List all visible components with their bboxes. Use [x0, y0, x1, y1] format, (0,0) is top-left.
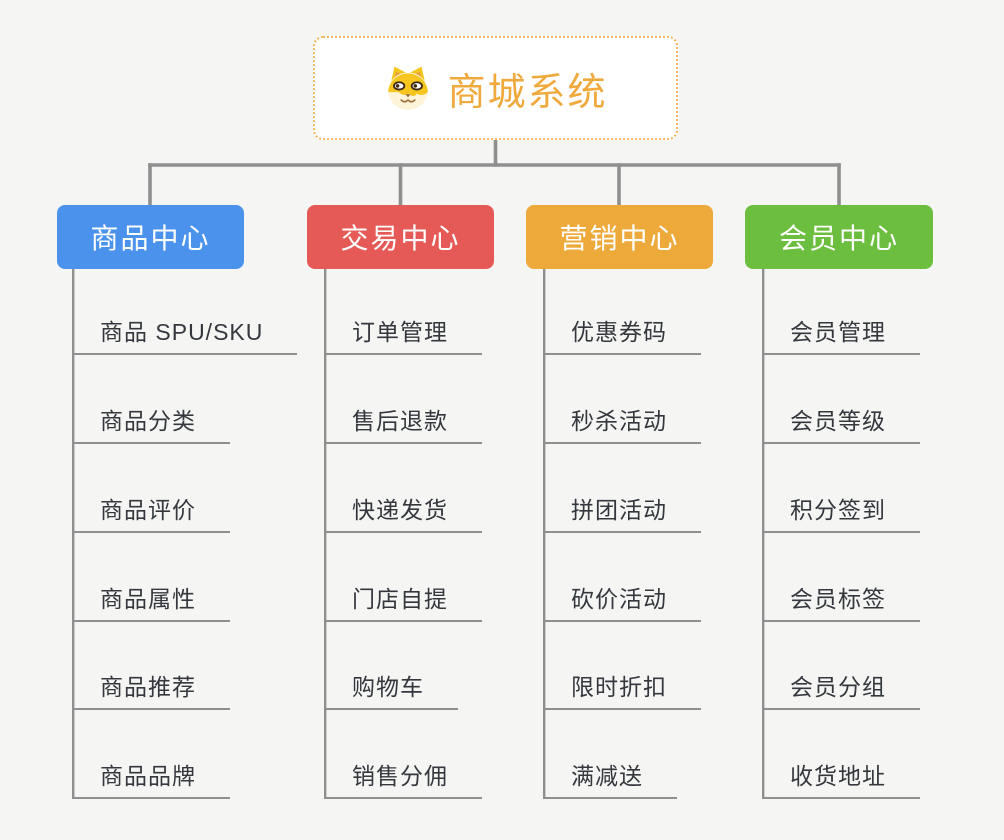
topic-sales-commission[interactable]: 销售分佣	[324, 755, 482, 799]
topic-coupon-code[interactable]: 优惠券码	[543, 311, 701, 355]
topic-order-management[interactable]: 订单管理	[324, 311, 482, 355]
topic-full-reduction[interactable]: 满减送	[543, 755, 677, 799]
topic-express-delivery[interactable]: 快递发货	[324, 489, 482, 533]
topic-shopping-cart[interactable]: 购物车	[324, 666, 458, 710]
branch-node-marketing-center[interactable]: 营销中心	[526, 205, 713, 269]
branch-node-label: 会员中心	[778, 223, 899, 254]
root-node-title: 商城系统	[447, 71, 608, 114]
branch-node-label: 商品中心	[90, 223, 211, 254]
topic-member-management[interactable]: 会员管理	[762, 311, 920, 355]
topic-store-pickup[interactable]: 门店自提	[324, 578, 482, 622]
topic-product-recommend[interactable]: 商品推荐	[72, 666, 230, 710]
topic-product-attribute[interactable]: 商品属性	[72, 578, 230, 622]
topic-product-review[interactable]: 商品评价	[72, 489, 230, 533]
topic-points-checkin[interactable]: 积分签到	[762, 489, 920, 533]
branch-node-label: 交易中心	[340, 223, 461, 254]
topic-member-tag[interactable]: 会员标签	[762, 578, 920, 622]
root-node-mall-system[interactable]: 商城系统	[313, 36, 678, 140]
topic-member-group[interactable]: 会员分组	[762, 666, 920, 710]
branch-node-member-center[interactable]: 会员中心	[745, 205, 933, 269]
topic-product-category[interactable]: 商品分类	[72, 400, 230, 444]
topic-shipping-address[interactable]: 收货地址	[762, 755, 920, 799]
topic-product-spu-sku[interactable]: 商品 SPU/SKU	[72, 311, 298, 355]
branch-node-trade-center[interactable]: 交易中心	[307, 205, 494, 269]
branch-node-product-center[interactable]: 商品中心	[57, 205, 244, 269]
topic-product-brand[interactable]: 商品品牌	[72, 755, 230, 799]
topic-flash-sale[interactable]: 秒杀活动	[543, 400, 701, 444]
topic-member-level[interactable]: 会员等级	[762, 400, 920, 444]
topic-limited-time-discount[interactable]: 限时折扣	[543, 666, 701, 710]
dog-face-icon	[388, 66, 429, 110]
topic-bargain-activity[interactable]: 砍价活动	[543, 578, 701, 622]
branch-node-label: 营销中心	[559, 223, 680, 254]
topic-group-buy[interactable]: 拼团活动	[543, 489, 701, 533]
topic-after-sale-refund[interactable]: 售后退款	[324, 400, 482, 444]
